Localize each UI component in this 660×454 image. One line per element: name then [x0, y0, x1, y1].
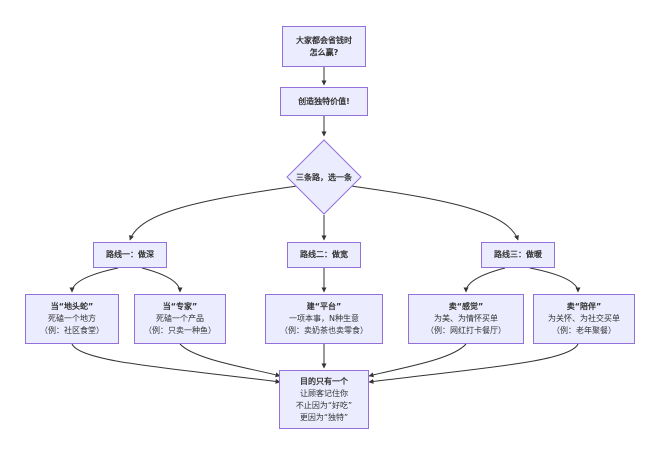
node-company-line1: 卖“陪伴” — [566, 302, 602, 311]
node-wide: 路线二：做宽 — [287, 242, 361, 268]
node-expert-line3: （例：只卖一种鱼） — [144, 326, 216, 335]
node-warm-line1: 路线三：做暖 — [494, 250, 542, 259]
node-boss-line2: 死磕一个地方 — [48, 314, 96, 323]
node-boss: 当“地头蛇” 死磕一个地方 （例：社区食堂） — [25, 294, 119, 344]
node-goal-line3: 不止因为“好吃” — [295, 400, 353, 410]
edge-boss-to-goal — [71, 343, 281, 384]
node-deep: 路线一：做深 — [93, 242, 167, 268]
node-company-line3: （例：老年聚餐） — [552, 326, 616, 335]
node-boss-line3: （例：社区食堂） — [40, 326, 104, 335]
node-question: 大家都会省钱时 怎么赢? — [282, 26, 366, 67]
node-expert-line1: 当“专家” — [162, 302, 198, 311]
node-boss-line1: 当“地头蛇” — [50, 302, 94, 311]
node-choice-line1: 三条路，选一条 — [296, 172, 352, 182]
edge-company-to-goal — [368, 343, 579, 384]
node-feeling: 卖“感觉” 为美、为情怀买单 （例：网红打卡餐厅） — [408, 294, 524, 344]
node-feeling-line1: 卖“感觉” — [448, 302, 484, 311]
node-question-line1: 大家都会省钱时 — [296, 35, 352, 45]
node-wide-line1: 路线二：做宽 — [300, 250, 348, 259]
node-expert: 当“专家” 死磕一个产品 （例：只卖一种鱼） — [134, 294, 226, 344]
node-choice: 三条路，选一条 — [286, 139, 362, 215]
node-goal: 目的只有一个 让顾客记住你 不止因为“好吃” 更因为“独特” — [279, 370, 369, 429]
edge-choice-to-deep — [129, 185, 298, 241]
edge-warm-to-feeling — [463, 267, 506, 293]
edge-expert-to-goal — [179, 343, 281, 378]
node-feeling-line2: 为美、为情怀买单 — [434, 314, 498, 323]
edge-feeling-to-goal — [368, 343, 467, 378]
node-platform-line1: 建“平台” — [306, 302, 342, 311]
node-question-line2: 怎么赢? — [309, 47, 339, 57]
edge-deep-to-boss — [69, 267, 119, 293]
node-feeling-line3: （例：网红打卡餐厅） — [426, 326, 506, 335]
node-warm: 路线三：做暖 — [481, 242, 555, 268]
node-goal-line1: 目的只有一个 — [300, 376, 348, 386]
node-platform-line2: 一项本事，N种生意 — [289, 314, 359, 323]
edge-deep-to-expert — [141, 267, 183, 293]
node-goal-line2: 让顾客记住你 — [300, 388, 348, 398]
node-platform: 建“平台” 一项本事，N种生意 （例：卖奶茶也卖零食） — [265, 294, 383, 344]
edge-choice-to-warm — [350, 185, 519, 241]
node-company-line2: 为关怀、为社交买单 — [548, 314, 620, 323]
node-choice-diamond — [286, 139, 362, 215]
node-platform-line3: （例：卖奶茶也卖零食） — [280, 326, 368, 335]
node-value: 创造独特价值! — [280, 87, 368, 116]
node-company: 卖“陪伴” 为关怀、为社交买单 （例：老年聚餐） — [533, 294, 635, 344]
node-goal-line4: 更因为“独特” — [299, 412, 349, 422]
node-expert-line2: 死磕一个产品 — [156, 314, 204, 323]
node-deep-line1: 路线一：做深 — [106, 250, 154, 259]
node-value-line1: 创造独特价值! — [298, 96, 350, 106]
edge-warm-to-company — [529, 267, 581, 293]
